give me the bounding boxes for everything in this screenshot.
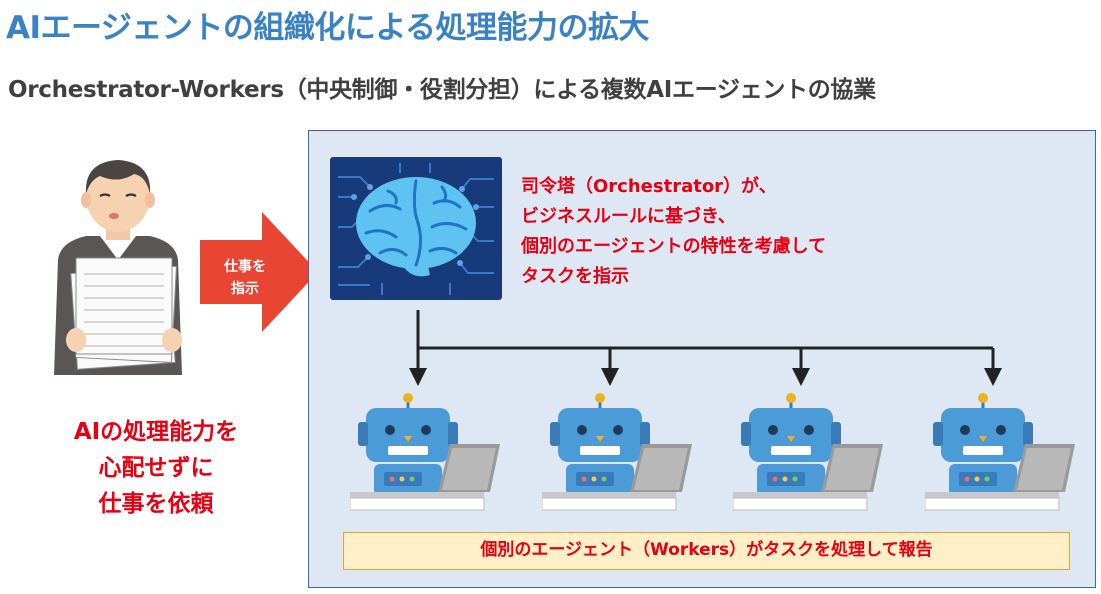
brain-icon [330, 157, 502, 300]
dispatch-connector [409, 310, 1002, 386]
arrow-head-3 [792, 368, 810, 386]
worker-robot-4 [925, 392, 1077, 512]
instruct-arrow [200, 212, 318, 332]
worker-robot-2 [542, 392, 694, 512]
arrow-label: 仕事を 指示 [224, 259, 266, 297]
left-caption: AIの処理能力を 心配せずに 仕事を依頼 [73, 419, 239, 517]
worker-robot-1 [350, 392, 502, 512]
person-with-papers-illustration [54, 160, 182, 375]
arrow-head-4 [984, 368, 1002, 386]
report-box: 個別のエージェント（Workers）がタスクを処理して報告 [343, 532, 1070, 570]
arrow-head-2 [601, 368, 619, 386]
arrow-head-1 [409, 368, 427, 386]
orchestrator-note: 司令塔（Orchestrator）が、 ビジネスルールに基づき、 個別のエージェ… [521, 176, 827, 287]
worker-robot-3 [733, 392, 885, 512]
page-subtitle: Orchestrator-Workers（中央制御・役割分担）による複数AIエー… [8, 77, 876, 103]
page-title: AIエージェントの組織化による処理能力の拡大 [6, 10, 649, 46]
